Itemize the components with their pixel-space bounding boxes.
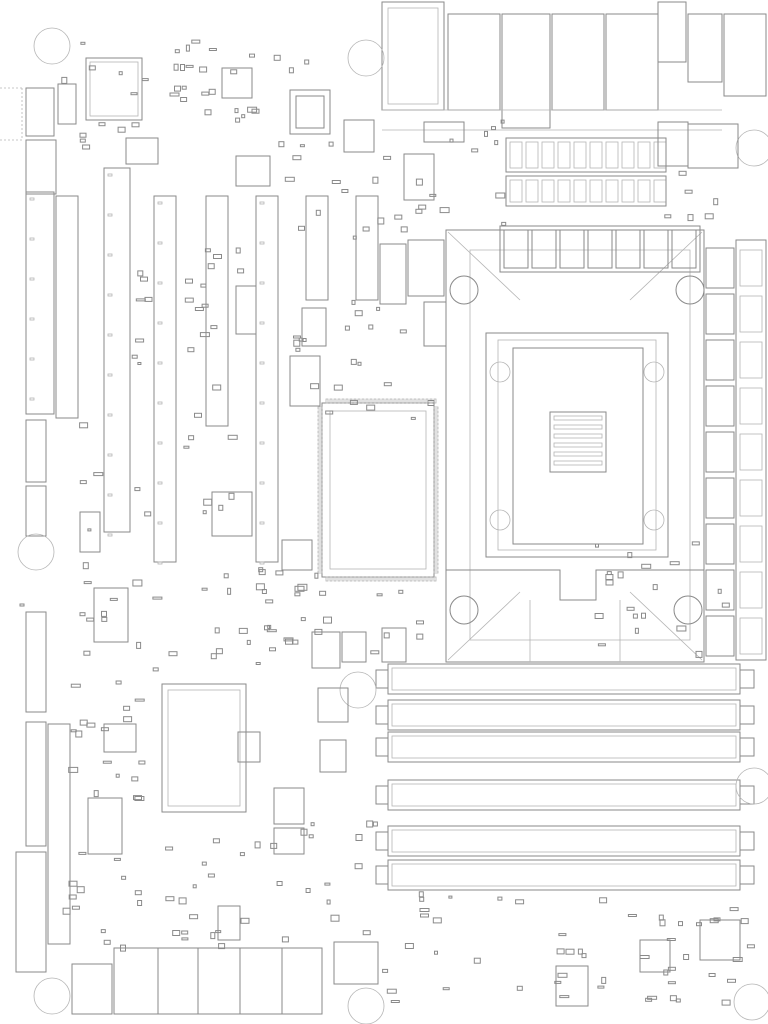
bios-chip	[85, 57, 143, 121]
memory-slots	[375, 663, 755, 891]
right-vrm-column	[705, 239, 767, 661]
usb-port-stack-3	[605, 13, 659, 111]
passive-components	[61, 39, 755, 1006]
video-port	[687, 13, 723, 83]
cpu-socket-frame	[485, 332, 669, 558]
cpu-socket-area	[445, 229, 705, 663]
expansion-slot-7	[305, 195, 329, 301]
expansion-slot-6	[255, 195, 279, 563]
cpu-socket	[512, 347, 644, 545]
vrm-heatsink-row	[499, 137, 701, 273]
cpu-retention-outline	[445, 229, 705, 663]
video-port-2	[723, 13, 767, 97]
expansion-slot-3	[103, 167, 131, 533]
expansion-slot-1	[25, 191, 55, 415]
super-io-chip	[87, 797, 123, 855]
bottom-connectors	[15, 419, 589, 1015]
cpu-socket-pin-array	[549, 411, 607, 473]
expansion-slot-2	[55, 195, 79, 419]
lan-port-stack	[501, 13, 551, 129]
usb-port-stack	[447, 13, 501, 111]
expansion-slot-8	[355, 195, 379, 301]
southbridge-area	[85, 57, 247, 855]
mounting-holes	[17, 27, 768, 1024]
misc-component-blocks	[19, 67, 741, 973]
chipset-package	[321, 402, 435, 578]
ps2-port	[657, 1, 687, 63]
southbridge-chip	[161, 683, 247, 813]
bottom-left-header	[15, 851, 47, 973]
audio-jack-stack	[381, 1, 445, 111]
rear-io-connectors	[381, 1, 767, 131]
chipset-area	[317, 398, 439, 582]
usb-port-stack-2	[551, 13, 605, 111]
expansion-slot-5	[205, 195, 229, 427]
expansion-slot-4	[153, 195, 177, 563]
expansion-slots	[25, 167, 379, 565]
